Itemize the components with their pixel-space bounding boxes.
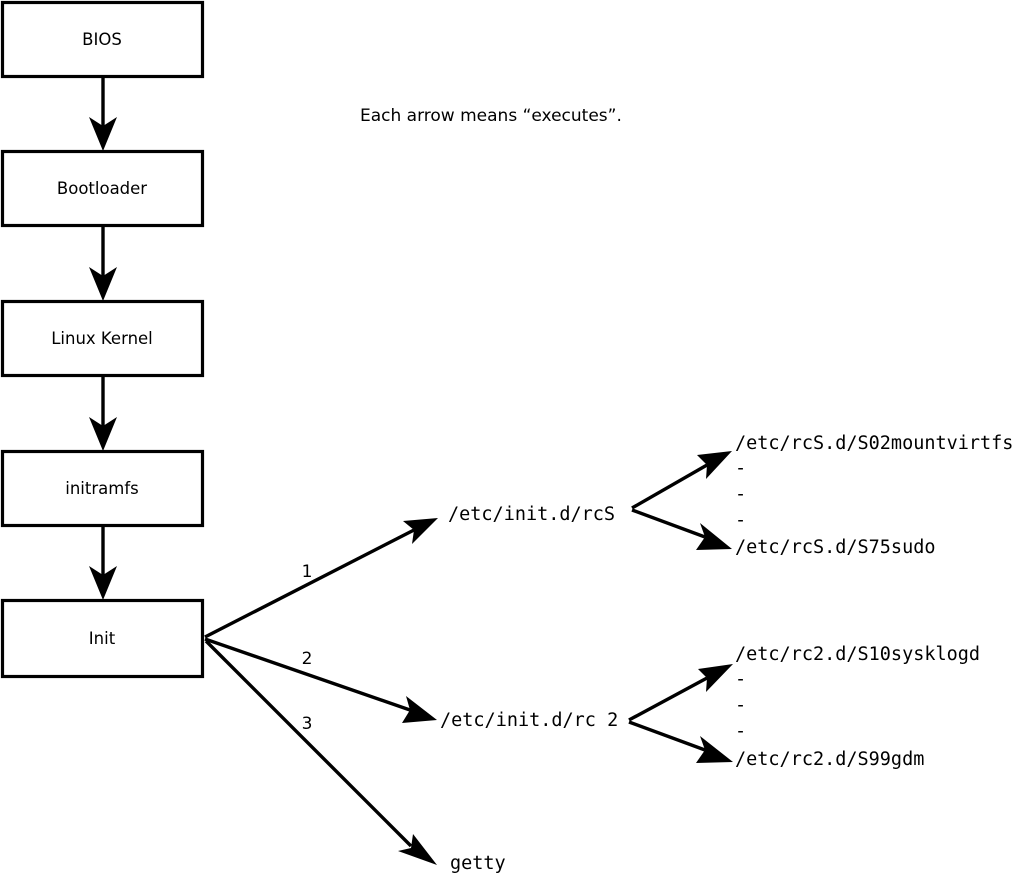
arrow-init-branch-3 xyxy=(204,639,437,865)
arrow-rcs-to-last-script xyxy=(631,508,732,550)
branch-number-1: 1 xyxy=(302,562,313,582)
rc2-fanout-group xyxy=(628,664,733,763)
node-init-label: Init xyxy=(89,629,116,648)
label-rcs-script-last: /etc/rcS.d/S75sudo xyxy=(735,537,935,558)
label-rcs-ellipsis-1: - xyxy=(735,458,746,479)
node-initramfs-label: initramfs xyxy=(65,479,138,498)
arrow-initramfs-to-init xyxy=(89,526,117,600)
arrow-init-branch-1 xyxy=(204,518,438,639)
label-rc2-script-first: /etc/rc2.d/S10sysklogd xyxy=(735,644,980,665)
arrow-rc2-to-first-script xyxy=(628,664,733,722)
node-initramfs[interactable]: initramfs xyxy=(0,449,205,528)
node-linux-kernel-label: Linux Kernel xyxy=(51,329,153,348)
node-bootloader-label: Bootloader xyxy=(57,179,147,198)
label-rcs-ellipsis-3: - xyxy=(735,510,746,531)
arrow-bios-to-bootloader xyxy=(89,77,117,151)
node-bios-label: BIOS xyxy=(82,30,122,49)
arrow-init-branch-2 xyxy=(204,637,437,723)
label-getty: getty xyxy=(450,853,506,874)
arrow-rc2-to-last-script xyxy=(628,720,733,763)
chain-arrows-group xyxy=(89,77,117,600)
init-fanout-group: 1 2 3 xyxy=(204,518,438,865)
label-etc-init-d-rcs: /etc/init.d/rcS xyxy=(448,504,615,525)
label-rc2-ellipsis-2: - xyxy=(735,695,746,716)
branch-number-2: 2 xyxy=(302,649,313,669)
label-rc2-ellipsis-1: - xyxy=(735,669,746,690)
node-init[interactable]: Init xyxy=(0,598,205,679)
node-bios[interactable]: BIOS xyxy=(0,0,205,79)
node-linux-kernel[interactable]: Linux Kernel xyxy=(0,299,205,378)
label-etc-init-d-rc-2: /etc/init.d/rc 2 xyxy=(440,710,618,731)
label-rc2-script-last: /etc/rc2.d/S99gdm xyxy=(735,749,924,770)
arrow-kernel-to-initramfs xyxy=(89,376,117,451)
label-rcs-script-first: /etc/rcS.d/S02mountvirtfs xyxy=(735,433,1013,454)
boot-chain-group: BIOS Bootloader Linux Kernel initramfs I… xyxy=(0,0,205,679)
diagram-caption: Each arrow means “executes”. xyxy=(360,106,622,126)
label-rc2-ellipsis-3: - xyxy=(735,721,746,742)
node-bootloader[interactable]: Bootloader xyxy=(0,149,205,228)
label-rcs-ellipsis-2: - xyxy=(735,484,746,505)
arrow-rcs-to-first-script xyxy=(631,451,732,510)
rcs-fanout-group xyxy=(631,451,732,550)
branch-number-3: 3 xyxy=(302,714,313,734)
arrow-bootloader-to-kernel xyxy=(89,226,117,301)
